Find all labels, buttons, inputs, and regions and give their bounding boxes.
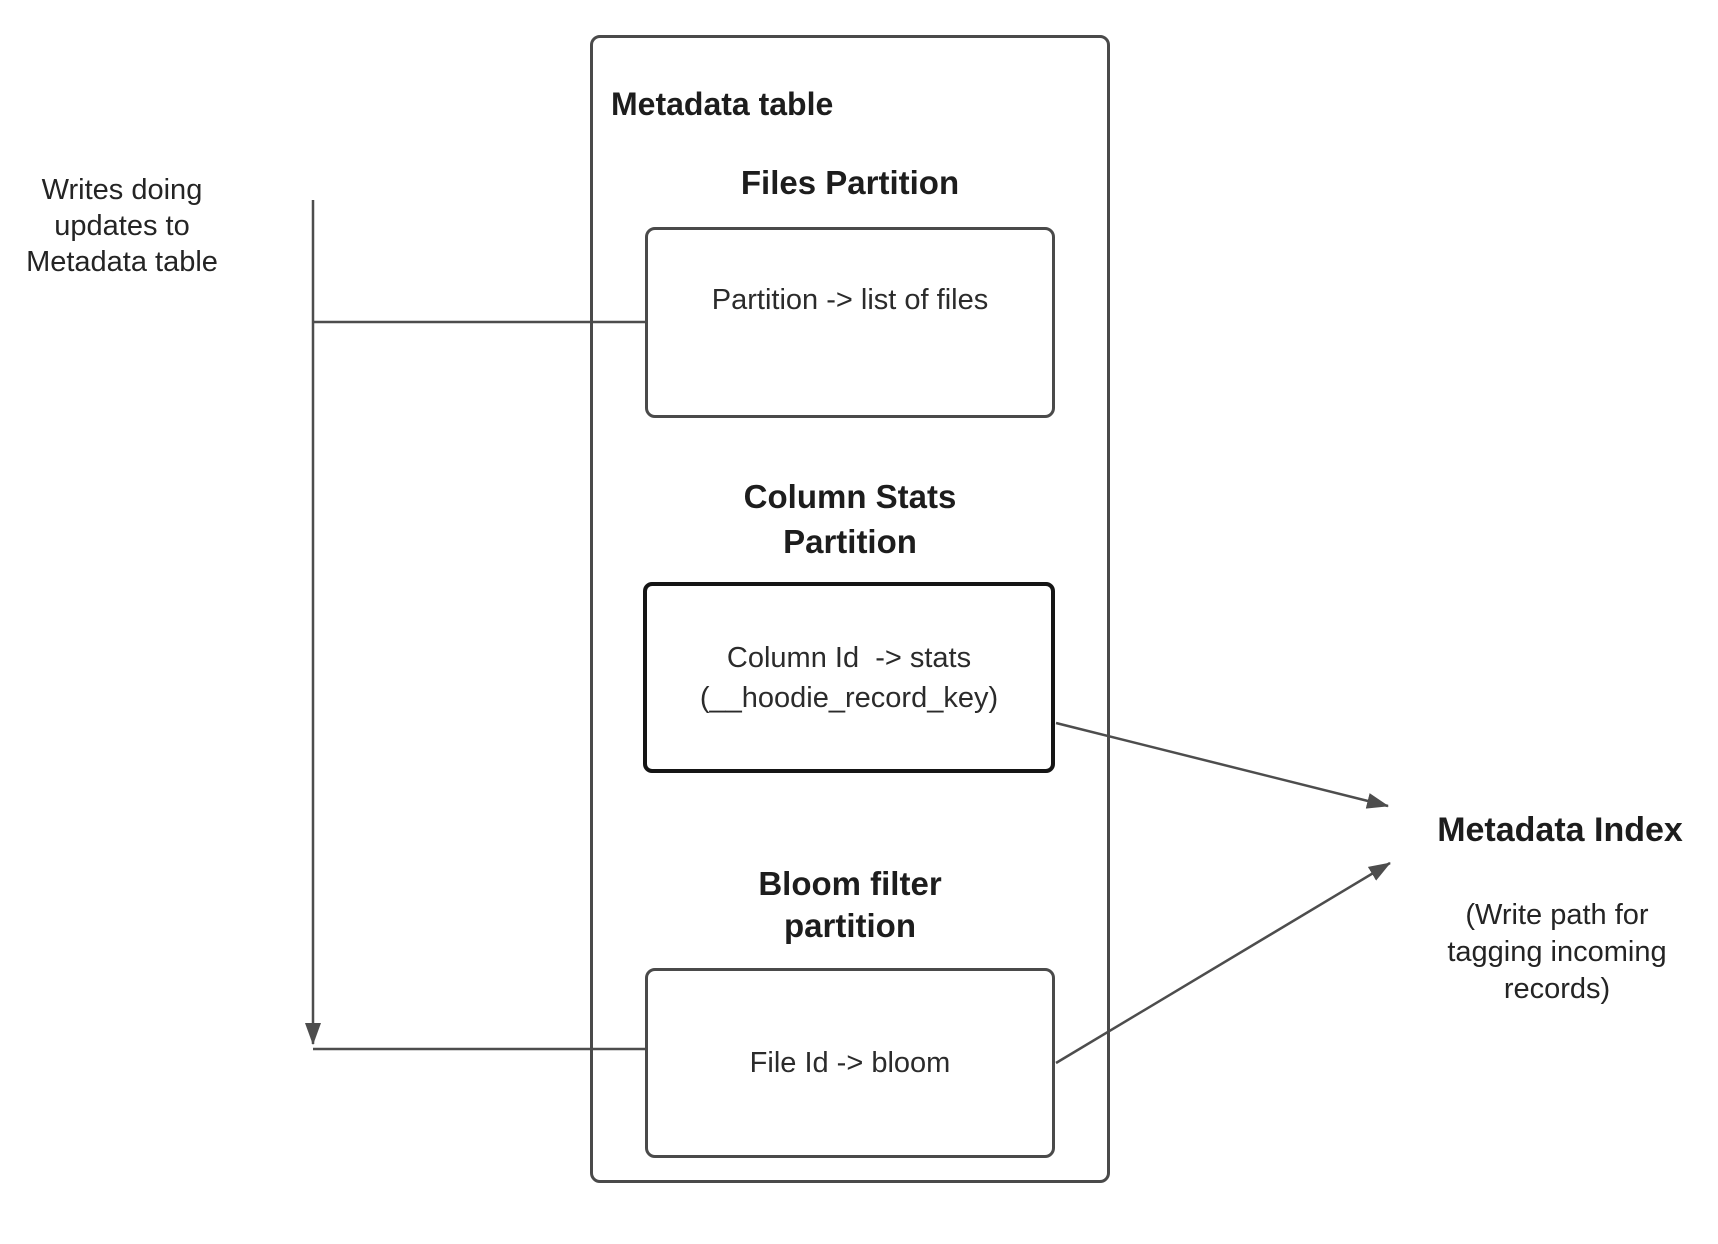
bloom-filter-partition-content: File Id -> bloom bbox=[749, 1047, 951, 1079]
column-stats-partition-heading: Column Stats Partition bbox=[743, 478, 957, 560]
metadata-index-title: Metadata Index bbox=[1437, 811, 1683, 849]
files-partition-heading: Files Partition bbox=[740, 164, 960, 201]
bloom-filter-partition-heading: Bloom filter partition bbox=[758, 865, 942, 944]
writes-updates-label: Writes doing updates to Metadata table bbox=[26, 174, 218, 278]
column-stats-partition-content: Column Id -> stats (__hoodie_record_key) bbox=[699, 641, 999, 714]
metadata-table-title: Metadata table bbox=[611, 86, 834, 122]
files-partition-content: Partition -> list of files bbox=[711, 283, 989, 316]
metadata-table-box bbox=[590, 35, 1110, 1183]
column-stats-partition-box: Column Id -> stats (__hoodie_record_key) bbox=[643, 582, 1055, 773]
files-partition-box: Partition -> list of files bbox=[645, 227, 1055, 418]
metadata-index-subtitle: (Write path for tagging incoming records… bbox=[1447, 899, 1667, 1005]
bloom-filter-partition-box: File Id -> bloom bbox=[645, 968, 1055, 1158]
